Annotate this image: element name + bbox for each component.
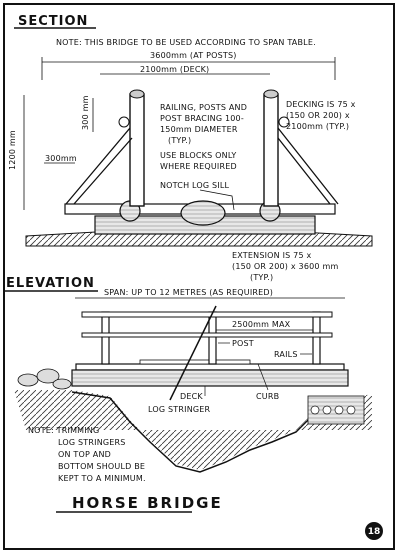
- log-end-1: [310, 405, 320, 415]
- rail-end-left: [118, 116, 130, 128]
- elevation-deck: [75, 363, 345, 371]
- railing-label-4: (TYP.): [168, 136, 191, 145]
- middle-rail: [81, 332, 333, 338]
- elevation-note-3: ON TOP AND: [58, 450, 111, 459]
- rock-left-2: [36, 368, 60, 384]
- elevation-heading: ELEVATION: [6, 276, 95, 291]
- elevation-note-5: KEPT TO A MINIMUM.: [58, 474, 146, 483]
- dim-300-v-label: 300 mm: [81, 95, 90, 130]
- section-post-right: [263, 93, 279, 207]
- deck-label: DECK: [180, 392, 203, 401]
- span-label: SPAN: UP TO 12 METRES (AS REQUIRED): [104, 288, 273, 297]
- curb-leader: [257, 363, 269, 391]
- railing-label-2: POST BRACING 100-: [160, 114, 244, 123]
- dim-deck-label: 2100mm (DECK): [140, 65, 209, 74]
- max-label: 2500mm MAX: [232, 320, 291, 329]
- railing-label-3: 150mm DIAMETER: [160, 125, 238, 134]
- dim-height-label: 1200 mm: [8, 130, 17, 170]
- rail-end-right: [278, 116, 290, 128]
- page-number-badge: [365, 522, 383, 540]
- section-post-left-top: [129, 89, 145, 99]
- section-brace-left: [65, 127, 133, 205]
- stringer-log-2: [180, 200, 226, 226]
- sill-leader: [199, 189, 235, 211]
- decking-label-3: 2100mm (TYP.): [286, 122, 349, 131]
- elevation-note-4: BOTTOM SHOULD BE: [58, 462, 145, 471]
- post-label: POST: [232, 339, 254, 348]
- decking-label-2: (150 OR 200) x: [286, 111, 350, 120]
- rock-left-3: [52, 378, 72, 390]
- blocks-label-2: WHERE REQUIRED: [160, 162, 237, 171]
- decking-label-1: DECKING IS 75 x: [286, 100, 356, 109]
- rails-label: RAILS: [274, 350, 298, 359]
- blocks-label-1: USE BLOCKS ONLY: [160, 151, 237, 160]
- page-frame: [3, 3, 395, 550]
- elevation-post-1: [101, 311, 110, 365]
- dim-posts-label: 3600mm (AT POSTS): [150, 51, 237, 60]
- page-title: HORSE BRIDGE: [72, 494, 223, 512]
- elevation-curb: [139, 359, 251, 365]
- elevation-post-3: [312, 311, 321, 365]
- extension-label-1: EXTENSION IS 75 x: [232, 251, 311, 260]
- dim-ticks-posts: [41, 57, 336, 80]
- elevation-stringer: [71, 369, 349, 387]
- elevation-banks: [14, 390, 372, 470]
- top-rail: [81, 311, 333, 318]
- section-post-right-top: [263, 89, 279, 99]
- log-end-3: [334, 405, 344, 415]
- extension-label-3: (TYP.): [250, 273, 273, 282]
- elevation-brace: [169, 305, 217, 401]
- page-number: 18: [368, 527, 381, 537]
- curb-label: CURB: [256, 392, 279, 401]
- extension-label-2: (150 OR 200) x 3600 mm: [232, 262, 338, 271]
- log-end-2: [322, 405, 332, 415]
- section-note: NOTE: THIS BRIDGE TO BE USED ACCORDING T…: [56, 38, 316, 47]
- section-heading: SECTION: [18, 14, 88, 29]
- creek-bed: [71, 391, 323, 473]
- railing-label-1: RAILING, POSTS AND: [160, 103, 247, 112]
- elevation-note-2: LOG STRINGERS: [58, 438, 126, 447]
- elevation-note-1: NOTE: TRIMMING: [28, 426, 99, 435]
- log-end-4: [346, 405, 356, 415]
- section-post-left: [129, 93, 145, 207]
- dim-300-h-label: 300mm: [45, 154, 77, 163]
- section-brace-right: [277, 127, 339, 205]
- stringer-label: LOG STRINGER: [148, 405, 211, 414]
- rock-left-1: [17, 373, 39, 387]
- sill-label: NOTCH LOG SILL: [160, 181, 230, 190]
